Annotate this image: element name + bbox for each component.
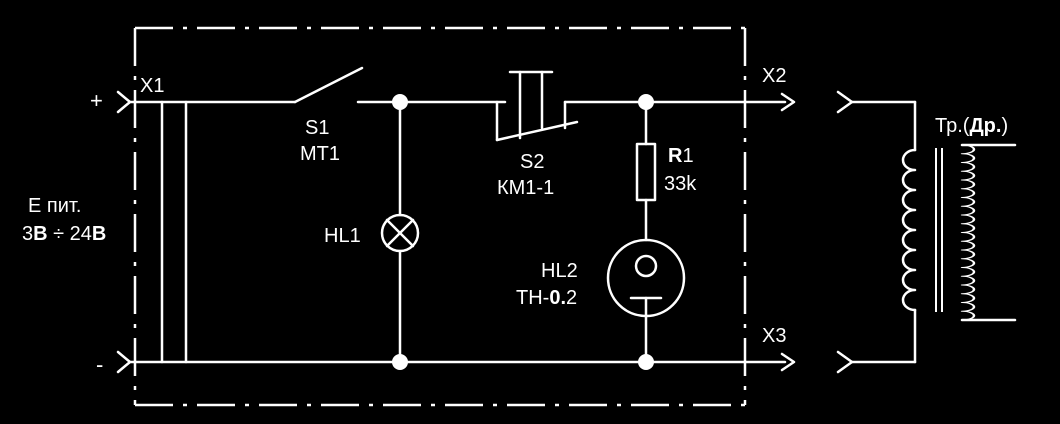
label-hl2-type: ТН-0.2 xyxy=(516,287,577,309)
transformer xyxy=(901,100,1017,364)
external-connectors xyxy=(836,90,917,374)
label-s1: S1 xyxy=(305,117,329,139)
pushbutton-s2 xyxy=(495,70,579,142)
label-s1-type: MT1 xyxy=(300,143,340,165)
label-s2: S2 xyxy=(520,151,544,173)
positive-rail xyxy=(128,92,796,112)
label-supply-range: 3В ÷ 24В xyxy=(22,223,106,245)
label-hl1: HL1 xyxy=(324,225,361,247)
neon-lamp-hl2 xyxy=(606,238,686,364)
connector-x1 xyxy=(116,90,188,374)
lamp-hl1 xyxy=(380,100,420,364)
label-hl2: HL2 xyxy=(541,260,578,282)
label-plus: + xyxy=(90,88,103,113)
negative-rail xyxy=(128,352,796,372)
label-transformer: Тр.(Др.) xyxy=(935,115,1008,137)
label-supply: Е пит. xyxy=(28,195,81,217)
label-x1: X1 xyxy=(140,75,164,97)
label-r1: R1 xyxy=(668,145,694,167)
label-x2: X2 xyxy=(762,65,786,87)
label-x3: X3 xyxy=(762,325,786,347)
label-r1-value: 33k xyxy=(664,173,697,195)
label-minus: - xyxy=(96,352,103,377)
switch-s1 xyxy=(293,66,364,104)
resistor-r1 xyxy=(635,100,657,242)
label-s2-type: КМ1-1 xyxy=(497,177,554,199)
device-enclosure xyxy=(133,26,747,407)
